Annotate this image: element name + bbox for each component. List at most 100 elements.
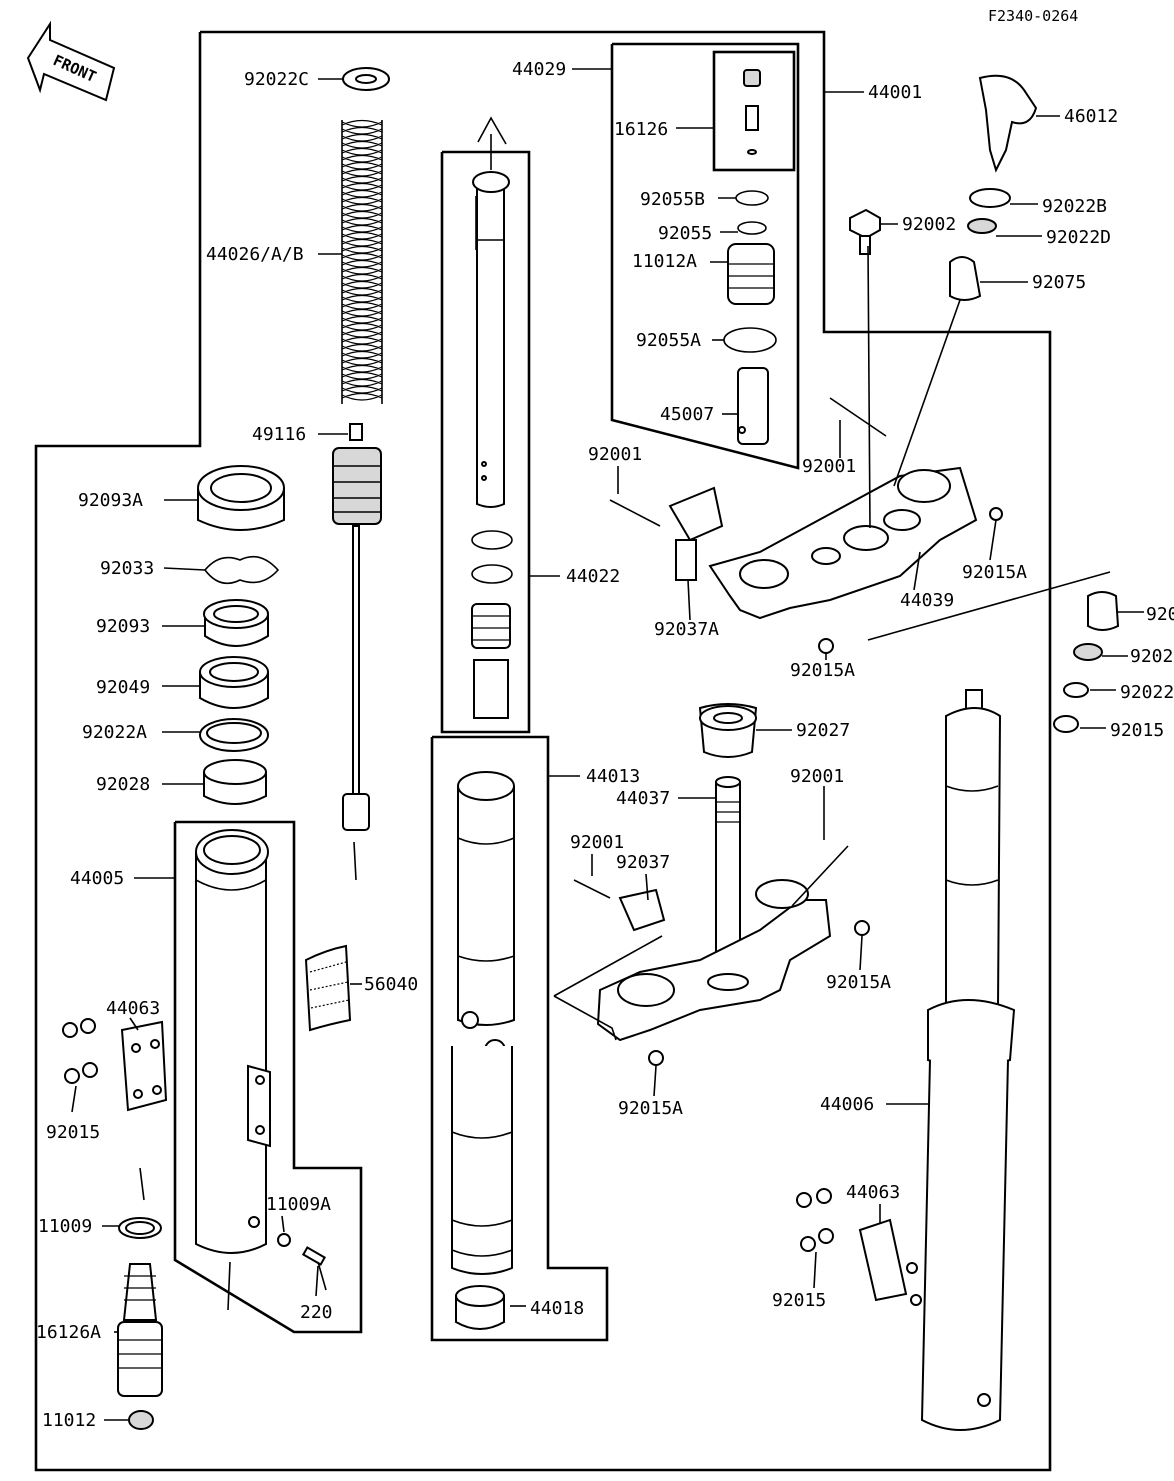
leader-p12: [71, 1085, 77, 1113]
part-label-p2: 44026/A/B: [206, 244, 304, 265]
part-label-p27: 92055A: [636, 330, 701, 351]
part-label-p18: 56040: [364, 974, 418, 995]
part-label-p47: 92015A: [618, 1098, 683, 1119]
outer-tube-left-icon: [195, 829, 271, 1311]
part-label-p31: 92022B: [1042, 196, 1107, 217]
axle-clamp-left-icon: [120, 1020, 168, 1112]
part-label-p7: 92049: [96, 677, 150, 698]
leader-p14: [281, 1215, 285, 1233]
leader-p46: [859, 935, 863, 971]
part-label-p45: 92037: [616, 852, 670, 873]
part-label-p50: 92015: [772, 1290, 826, 1311]
circlip-icon: [203, 555, 280, 585]
leader-p5: [163, 567, 206, 571]
part-label-p39: 92037A: [654, 619, 719, 640]
drawing-code: F2340-0264: [988, 7, 1078, 25]
leader-p11: [129, 1017, 139, 1031]
leader-p37: [989, 519, 997, 561]
part-label-p14: 11009A: [266, 1194, 331, 1215]
part-label-p24: 92055B: [640, 189, 705, 210]
part-label-p35: 92001: [588, 444, 642, 465]
part-label-p11: 44063: [106, 998, 160, 1019]
bolt-220-icon: [277, 1233, 327, 1291]
part-label-p46: 92015A: [826, 972, 891, 993]
part-label-p1: 92022C: [244, 69, 309, 90]
drain-valve-icon: [117, 1263, 163, 1397]
part-label-p42: 44037: [616, 788, 670, 809]
part-label-p5: 92033: [100, 558, 154, 579]
part-label-p40: 92015A: [790, 660, 855, 681]
leader-p38: [913, 551, 921, 591]
leader-lines: [71, 68, 1144, 1421]
part-label-p28: 45007: [660, 404, 714, 425]
part-label-p37: 92015A: [962, 562, 1027, 583]
part-label-p15: 220: [300, 1302, 333, 1323]
part-label-p9: 92028: [96, 774, 150, 795]
part-label-p22: 44029: [512, 59, 566, 80]
part-label-p38: 44039: [900, 590, 954, 611]
part-label-p41: 92027: [796, 720, 850, 741]
part-label-p6: 92093: [96, 616, 150, 637]
leader-p50: [813, 1251, 817, 1289]
rubber-92075-icon: [949, 256, 982, 301]
leader-p15: [315, 1265, 319, 1297]
part-label-p19: 44022: [566, 566, 620, 587]
part-label-p25: 92055: [658, 223, 712, 244]
part-label-p12: 92015: [46, 1122, 100, 1143]
part-label-p10: 44005: [70, 868, 124, 889]
part-label-p17: 11012: [42, 1410, 96, 1431]
part-label-p52: 9202: [1130, 646, 1173, 667]
part-label-p36: 92001: [802, 456, 856, 477]
part-label-p13: 11009: [38, 1216, 92, 1237]
group-boundaries: [34, 30, 1052, 1472]
nuts-92015-left-icon: [62, 1018, 98, 1084]
handlebar-holder-icon: [967, 74, 1038, 234]
bolt-92002-icon: [849, 208, 881, 255]
leader-dashes: [553, 245, 1111, 1041]
rubber-92027-icon: [698, 703, 758, 758]
cap-11012-icon: [128, 1410, 154, 1430]
inner-tube-icon: [451, 771, 515, 1330]
dust-seal-icon: [203, 599, 269, 647]
oil-seal-icon: [197, 465, 285, 531]
part-label-p23: 16126: [614, 119, 668, 140]
part-label-p30: 46012: [1064, 106, 1118, 127]
gasket-11009-icon: [118, 1167, 162, 1239]
leader-p45: [645, 873, 649, 901]
part-label-p4: 92093A: [78, 490, 143, 511]
right-side-parts-icon: [1053, 591, 1120, 733]
part-labels: 92022C44026/A/B4911692093A92033920939204…: [36, 59, 1174, 1431]
upper-bracket-icon: [609, 397, 1003, 654]
part-label-p49: 44063: [846, 1182, 900, 1203]
part-label-p51: 920: [1146, 604, 1174, 625]
cylinder-44022-icon: [471, 116, 513, 719]
part-label-p32: 92002: [902, 214, 956, 235]
part-label-p20: 44013: [586, 766, 640, 787]
part-label-p26: 11012A: [632, 251, 697, 272]
lower-bracket-icon: [573, 845, 870, 1066]
leader-p39: [687, 579, 691, 621]
cap-assembly-icon: [723, 69, 777, 445]
part-label-p43: 92001: [790, 766, 844, 787]
fork-right-icon: [796, 689, 1016, 1431]
damper-rod-icon: [332, 423, 382, 881]
part-label-p53: 92022: [1120, 682, 1174, 703]
leader-p47: [653, 1065, 657, 1097]
front-arrow-icon: FRONT: [26, 20, 116, 102]
part-label-p33: 92022D: [1046, 227, 1111, 248]
part-label-p29: 44001: [868, 82, 922, 103]
part-label-p54: 92015: [1110, 720, 1164, 741]
fork-spring-icon: [341, 119, 383, 404]
washer-92022c-icon: [342, 67, 390, 91]
warning-label-icon: [304, 944, 352, 1032]
part-label-p16: 16126A: [36, 1322, 101, 1343]
part-label-p48: 44006: [820, 1094, 874, 1115]
washer-92022a-icon: [199, 718, 269, 752]
part-label-p3: 49116: [252, 424, 306, 445]
part-label-p44: 92001: [570, 832, 624, 853]
bushing-92028-icon: [203, 759, 267, 805]
part-label-p21: 44018: [530, 1298, 584, 1319]
bushing-92049-icon: [199, 656, 269, 709]
part-label-p34: 92075: [1032, 272, 1086, 293]
